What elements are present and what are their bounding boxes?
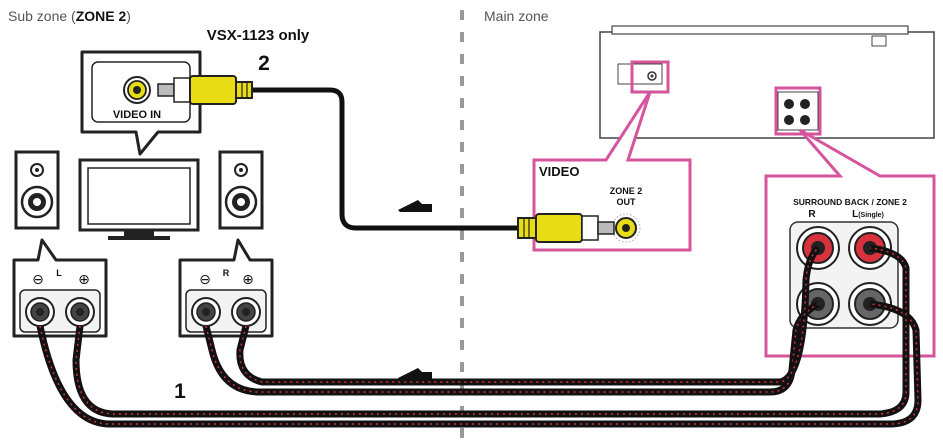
surround-back-label: SURROUND BACK / ZONE 2 [793,197,907,207]
model-note: VSX-1123 only [207,27,310,44]
video-in-label: VIDEO IN [113,109,161,121]
video-in-jack [123,76,151,104]
video-label: VIDEO [539,164,579,179]
sub-zone-prefix: Sub zone ( [8,8,76,24]
step-1-label: 1 [174,380,186,403]
left-speaker-ch-label: L [56,268,62,278]
sub-zone-label: Sub zone (ZONE 2) [8,8,131,24]
rca-plug-zone2-out [517,213,615,243]
right-speaker-ch-label: R [223,268,230,278]
zone2-out-jack [611,213,641,243]
left-speaker-terminals [19,289,101,333]
speaker-signal-arrow-icon [398,368,432,380]
right-plus-label: ⊕ [242,271,254,287]
zone2-out-label-2: OUT [617,197,637,207]
speaker-cable-r [202,245,821,396]
right-speaker-terminals [185,289,267,333]
left-speaker-icon [14,150,60,230]
main-zone-label: Main zone [484,8,549,24]
left-plus-label: ⊕ [78,271,90,287]
right-speaker-icon [218,150,264,230]
video-callout [532,91,692,252]
receiver-unit [599,25,935,139]
channel-l-label: L(Single) [852,209,884,220]
right-minus-label: ⊖ [199,271,211,287]
video-signal-arrow-icon [398,200,432,212]
sub-zone-suffix: ) [126,8,131,24]
step-2-label: 2 [258,52,270,75]
left-minus-label: ⊖ [32,271,44,287]
tv-icon [78,158,200,240]
video-cable [252,87,520,231]
speaker-panel-highlight [774,86,822,136]
sub-zone-name: ZONE 2 [75,8,127,24]
rca-plug-video-in [157,75,253,105]
speaker-cable-l [36,244,922,428]
channel-r-label: R [808,209,816,220]
zone2-out-label-1: ZONE 2 [610,186,643,196]
